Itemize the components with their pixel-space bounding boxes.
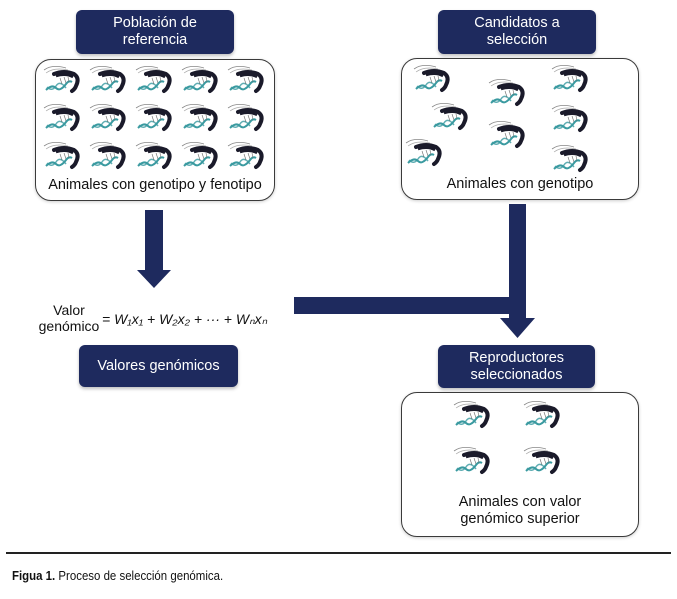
shrimp-with-dna-icon — [487, 77, 527, 107]
shrimp-with-dna-icon — [430, 101, 470, 131]
reference-population-box: Animales con genotipo y fenotipo — [35, 59, 275, 201]
shrimp-with-dna-icon — [550, 143, 590, 173]
selection-candidates-caption: Animales con genotipo — [446, 176, 594, 192]
selected-breeders-caption: Animales con valor genómico superior — [402, 494, 638, 528]
shrimp-with-dna-icon — [452, 445, 492, 475]
shrimp-with-dna-icon — [88, 140, 128, 170]
shrimp-with-dna-icon — [404, 137, 444, 167]
shrimp-with-dna-icon — [412, 63, 452, 93]
shrimp-with-dna-icon — [550, 103, 590, 133]
reference-population-header-line1: Población de — [113, 15, 197, 31]
selection-candidates-header: Candidatos a selección — [438, 10, 596, 54]
caption-divider — [6, 552, 671, 554]
selected-breeders-header: Reproductores seleccionados — [438, 345, 595, 388]
shrimp-with-dna-icon — [226, 64, 266, 94]
figure-caption-label: Figua 1. — [12, 568, 56, 583]
shrimp-with-dna-icon — [550, 63, 590, 93]
selection-candidates-header-line1: Candidatos a — [474, 15, 560, 31]
shrimp-with-dna-icon — [487, 119, 527, 149]
shrimp-with-dna-icon — [180, 140, 220, 170]
shrimp-with-dna-icon — [134, 64, 174, 94]
shrimp-with-dna-icon — [42, 102, 82, 132]
shrimp-with-dna-icon — [134, 140, 174, 170]
shrimp-with-dna-icon — [134, 102, 174, 132]
shrimp-with-dna-icon — [452, 399, 492, 429]
formula-lhs-line1: Valor — [53, 302, 85, 318]
shrimp-with-dna-icon — [226, 140, 266, 170]
genomic-values-label: Valores genómicos — [79, 345, 238, 387]
shrimp-with-dna-icon — [88, 102, 128, 132]
reference-population-header: Población de referencia — [76, 10, 234, 54]
selected-breeders-caption-line1: Animales con valor — [458, 494, 582, 510]
shrimp-with-dna-icon — [226, 102, 266, 132]
selected-breeders-header-line1: Reproductores — [468, 349, 565, 366]
formula-rhs: = W₁x₁ + W₂x₂ + ··· + Wₙxₙ — [102, 311, 268, 327]
selection-candidates-header-line2: selección — [486, 32, 548, 48]
shrimp-with-dna-icon — [88, 64, 128, 94]
selected-breeders-box: Animales con valor genómico superior — [401, 392, 639, 537]
shrimp-with-dna-icon — [522, 445, 562, 475]
shrimp-with-dna-icon — [180, 102, 220, 132]
reference-population-header-line2: referencia — [122, 32, 188, 48]
figure-caption: Figua 1. Proceso de selección genómica. — [12, 568, 223, 583]
reference-population-caption: Animales con genotipo y fenotipo — [48, 177, 262, 193]
selected-breeders-caption-line2: genómico superior — [460, 511, 580, 527]
selected-breeders-header-line2: seleccionados — [470, 366, 563, 383]
shrimp-with-dna-icon — [42, 64, 82, 94]
shrimp-with-dna-icon — [522, 399, 562, 429]
shrimp-with-dna-icon — [42, 140, 82, 170]
formula-lhs-line2: genómico — [38, 318, 100, 334]
figure-caption-text: Proceso de selección genómica. — [58, 568, 224, 583]
shrimp-with-dna-icon — [180, 64, 220, 94]
selection-candidates-box: Animales con genotipo — [401, 58, 639, 200]
